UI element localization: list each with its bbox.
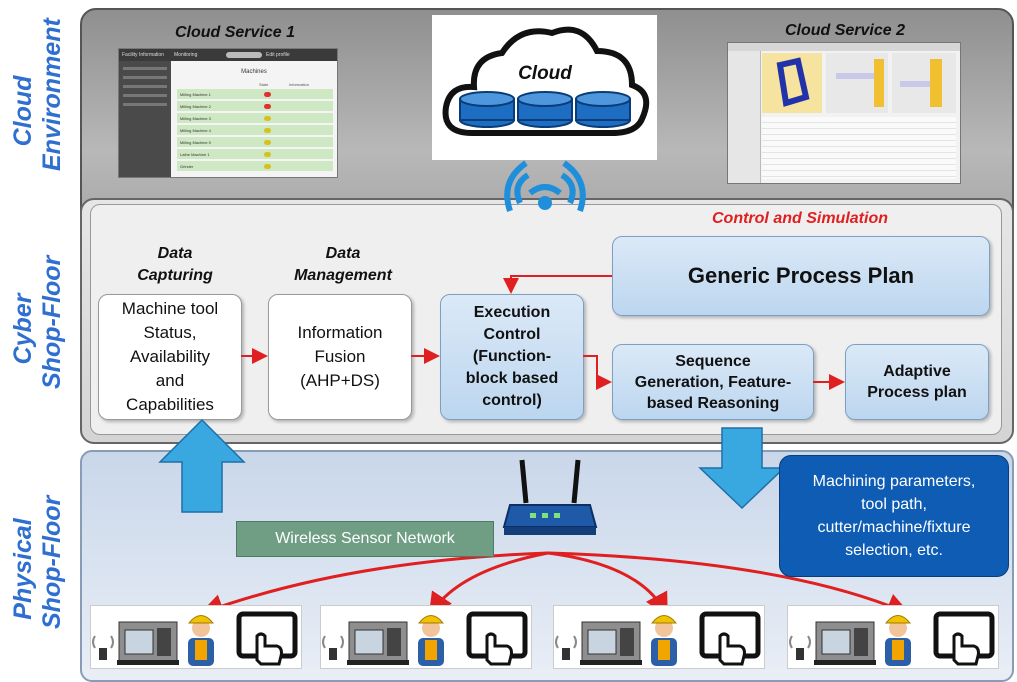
- screen1-machine-name: Milling Machine 5: [180, 139, 211, 145]
- screen1-machine-row: Milling Machine 4: [177, 125, 333, 135]
- sensor-icon: [789, 635, 811, 660]
- screen1-machine-row: Grinder: [177, 161, 333, 171]
- screen1-status-dot: [264, 151, 271, 157]
- sequence-generation-box: Sequence Generation, Feature- based Reas…: [612, 344, 814, 420]
- screen1-machine-row: Milling Machine 3: [177, 113, 333, 123]
- screen1-status-dot: [264, 139, 271, 145]
- down-arrow-cyber-to-physical: [698, 427, 786, 510]
- screen1-status-dot: [264, 163, 271, 169]
- tablet-touch-icon: [466, 611, 528, 666]
- arrow-router-to-station-4: [547, 551, 911, 617]
- arrow-router-to-station-3: [547, 551, 668, 618]
- tablet-touch-icon: [933, 611, 995, 666]
- screen1-status-dot: [264, 127, 271, 133]
- arrow-router-to-station-1: [199, 551, 549, 618]
- shop-floor-station-1: [90, 605, 302, 669]
- screen1-machine-row: Milling Machine 5: [177, 137, 333, 147]
- screen1-machine-name: Grinder: [180, 163, 194, 169]
- cnc-machine-icon: [117, 621, 179, 665]
- generic-process-plan-box: Generic Process Plan: [612, 236, 990, 316]
- router-icon: [502, 459, 598, 535]
- shop-floor-station-3: [553, 605, 765, 669]
- arrow-plan-to-exec: [503, 275, 612, 294]
- tablet-touch-icon: [699, 611, 761, 666]
- cloud-service-2-title: Cloud Service 2: [784, 22, 906, 39]
- screen1-col-1: State: [259, 82, 269, 87]
- cnc-machine-icon: [814, 621, 876, 665]
- sensor-icon: [555, 635, 577, 660]
- data-capturing-title: Data Capturing: [137, 245, 213, 284]
- screen1-status-dot: [264, 115, 271, 121]
- screen1-machine-name: Milling Machine 1: [180, 91, 211, 97]
- cnc-machine-icon: [347, 621, 409, 665]
- cloud-label: Cloud: [518, 63, 572, 84]
- cloud-icon: [432, 15, 657, 160]
- cnc-machine-icon: [580, 621, 642, 665]
- screen1-heading: Machines: [241, 69, 267, 75]
- screen1-status-dot: [264, 103, 271, 109]
- arrow-exec-to-sequence: [583, 355, 612, 390]
- sensor-icon: [322, 635, 344, 660]
- screen1-nav-2: Monitoring: [174, 52, 198, 58]
- wifi-icon: [504, 160, 586, 212]
- screen1-status-dot: [264, 91, 271, 97]
- machining-parameters-box: Machining parameters, tool path, cutter/…: [779, 455, 1009, 577]
- cloud-service-2-screenshot: [727, 42, 961, 184]
- shop-floor-station-2: [320, 605, 532, 669]
- screen1-machine-name: Lathe Machine 1: [180, 151, 210, 157]
- screen1-nav-1: Facility Information: [122, 52, 164, 58]
- machine-tool-status-box: Machine tool Status, Availability and Ca…: [98, 294, 242, 420]
- screen1-machine-name: Milling Machine 3: [180, 115, 211, 121]
- data-management-title: Data Management: [294, 245, 392, 284]
- tablet-touch-icon: [236, 611, 298, 666]
- screen1-machine-row: Milling Machine 2: [177, 101, 333, 111]
- worker-icon: [187, 615, 215, 666]
- screen1-machine-name: Milling Machine 4: [180, 127, 211, 133]
- worker-icon: [884, 615, 912, 666]
- wireless-sensor-network-label: Wireless Sensor Network: [236, 521, 494, 557]
- sensor-icon: [92, 635, 114, 660]
- screen1-nav-3: Edit profile: [266, 52, 290, 58]
- screen1-machine-name: Milling Machine 2: [180, 103, 211, 109]
- shop-floor-station-4: [787, 605, 999, 669]
- worker-icon: [650, 615, 678, 666]
- adaptive-process-plan-box: Adaptive Process plan: [845, 344, 989, 420]
- cloud-service-1-title: Cloud Service 1: [174, 24, 296, 41]
- screen1-machine-row: Lathe Machine 1: [177, 149, 333, 159]
- screen1-col-2: Information: [289, 82, 310, 87]
- screen1-machine-row: Milling Machine 1: [177, 89, 333, 99]
- cloud-service-1-screenshot: Facility Information Monitoring Edit pro…: [118, 48, 338, 178]
- up-arrow-physical-to-cyber: [158, 418, 246, 513]
- control-simulation-title: Control and Simulation: [712, 210, 888, 227]
- information-fusion-box: Information Fusion (AHP+DS): [268, 294, 412, 420]
- arrow-router-to-station-2: [428, 551, 549, 617]
- worker-icon: [417, 615, 445, 666]
